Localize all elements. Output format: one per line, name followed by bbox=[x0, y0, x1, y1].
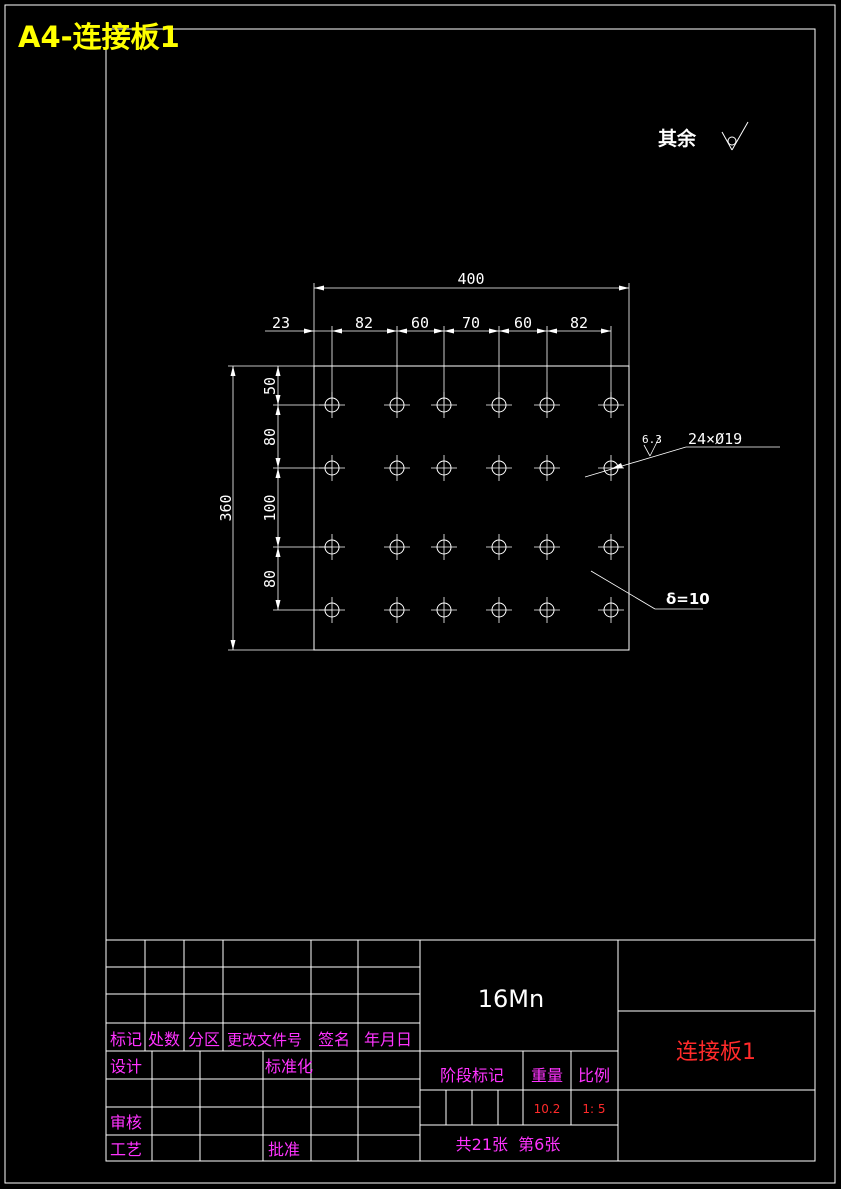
dim-row-1: 80 bbox=[261, 428, 279, 446]
sheet-label: A4-连接板1 bbox=[18, 20, 180, 54]
standardization-label: 标准化 bbox=[265, 1057, 313, 1076]
roughness-label: 其余 bbox=[658, 127, 697, 150]
roughness-symbol-icon bbox=[721, 121, 749, 151]
dim-row-0: 50 bbox=[261, 377, 279, 395]
hole-2-3 bbox=[486, 534, 512, 560]
hole-callout-leader bbox=[584, 435, 780, 478]
dimension-lines-top bbox=[265, 283, 630, 404]
dim-col-2: 60 bbox=[411, 314, 429, 332]
weight-value: 10.2 bbox=[534, 1102, 561, 1116]
hole-3-4 bbox=[534, 597, 560, 623]
inner-border bbox=[105, 28, 816, 1162]
part-name: 连接板1 bbox=[676, 1040, 756, 1065]
dim-row-2: 100 bbox=[261, 494, 279, 521]
dimension-arrows-left bbox=[230, 366, 281, 650]
dim-width-total: 400 bbox=[457, 270, 484, 288]
rev-header-zone: 分区 bbox=[188, 1030, 220, 1049]
dim-col-3: 70 bbox=[462, 314, 480, 332]
design-label: 设计 bbox=[110, 1057, 142, 1076]
hole-1-2 bbox=[431, 455, 457, 481]
dimension-arrows-top bbox=[304, 285, 629, 334]
rev-header-mark: 标记 bbox=[110, 1030, 142, 1049]
hole-callout-arrow-icon bbox=[611, 463, 623, 469]
scale-value: 1: 5 bbox=[582, 1102, 605, 1116]
dimension-lines-left bbox=[228, 365, 332, 651]
hole-3-5 bbox=[598, 597, 624, 623]
scale-label: 比例 bbox=[578, 1066, 610, 1085]
dim-col-1: 82 bbox=[355, 314, 373, 332]
hole-2-5 bbox=[598, 534, 624, 560]
material: 16Mn bbox=[478, 985, 544, 1013]
dim-col-4: 60 bbox=[514, 314, 532, 332]
hole-roughness: 6.3 bbox=[642, 433, 662, 446]
rev-header-doc: 更改文件号 bbox=[227, 1031, 302, 1049]
hole-callout: 24×Ø19 bbox=[688, 430, 742, 448]
process-label: 工艺 bbox=[110, 1140, 142, 1159]
dim-col-0: 23 bbox=[272, 314, 290, 332]
title-block-grid bbox=[106, 939, 815, 1161]
hole-1-4 bbox=[534, 455, 560, 481]
plate-outline bbox=[313, 365, 630, 651]
stage-mark-label: 阶段标记 bbox=[440, 1066, 504, 1085]
rev-header-date: 年月日 bbox=[364, 1030, 412, 1049]
hole-3-2 bbox=[431, 597, 457, 623]
review-label: 审核 bbox=[110, 1113, 142, 1132]
dim-height-total: 360 bbox=[217, 494, 235, 521]
outer-border bbox=[4, 4, 836, 1184]
hole-2-1 bbox=[384, 534, 410, 560]
rev-header-count: 处数 bbox=[148, 1030, 180, 1049]
hole-pattern bbox=[319, 392, 624, 623]
hole-1-3 bbox=[486, 455, 512, 481]
thickness-label: δ=10 bbox=[666, 590, 710, 608]
dim-row-3: 80 bbox=[261, 570, 279, 588]
dim-col-5: 82 bbox=[570, 314, 588, 332]
hole-3-3 bbox=[486, 597, 512, 623]
hole-2-4 bbox=[534, 534, 560, 560]
hole-2-2 bbox=[431, 534, 457, 560]
hole-1-1 bbox=[384, 455, 410, 481]
weight-label: 重量 bbox=[531, 1066, 563, 1085]
approve-label: 批准 bbox=[268, 1140, 300, 1159]
sheet-count: 共21张 第6张 bbox=[456, 1135, 561, 1154]
hole-3-1 bbox=[384, 597, 410, 623]
thickness-leader bbox=[590, 570, 703, 610]
rev-header-sign: 签名 bbox=[318, 1030, 350, 1049]
